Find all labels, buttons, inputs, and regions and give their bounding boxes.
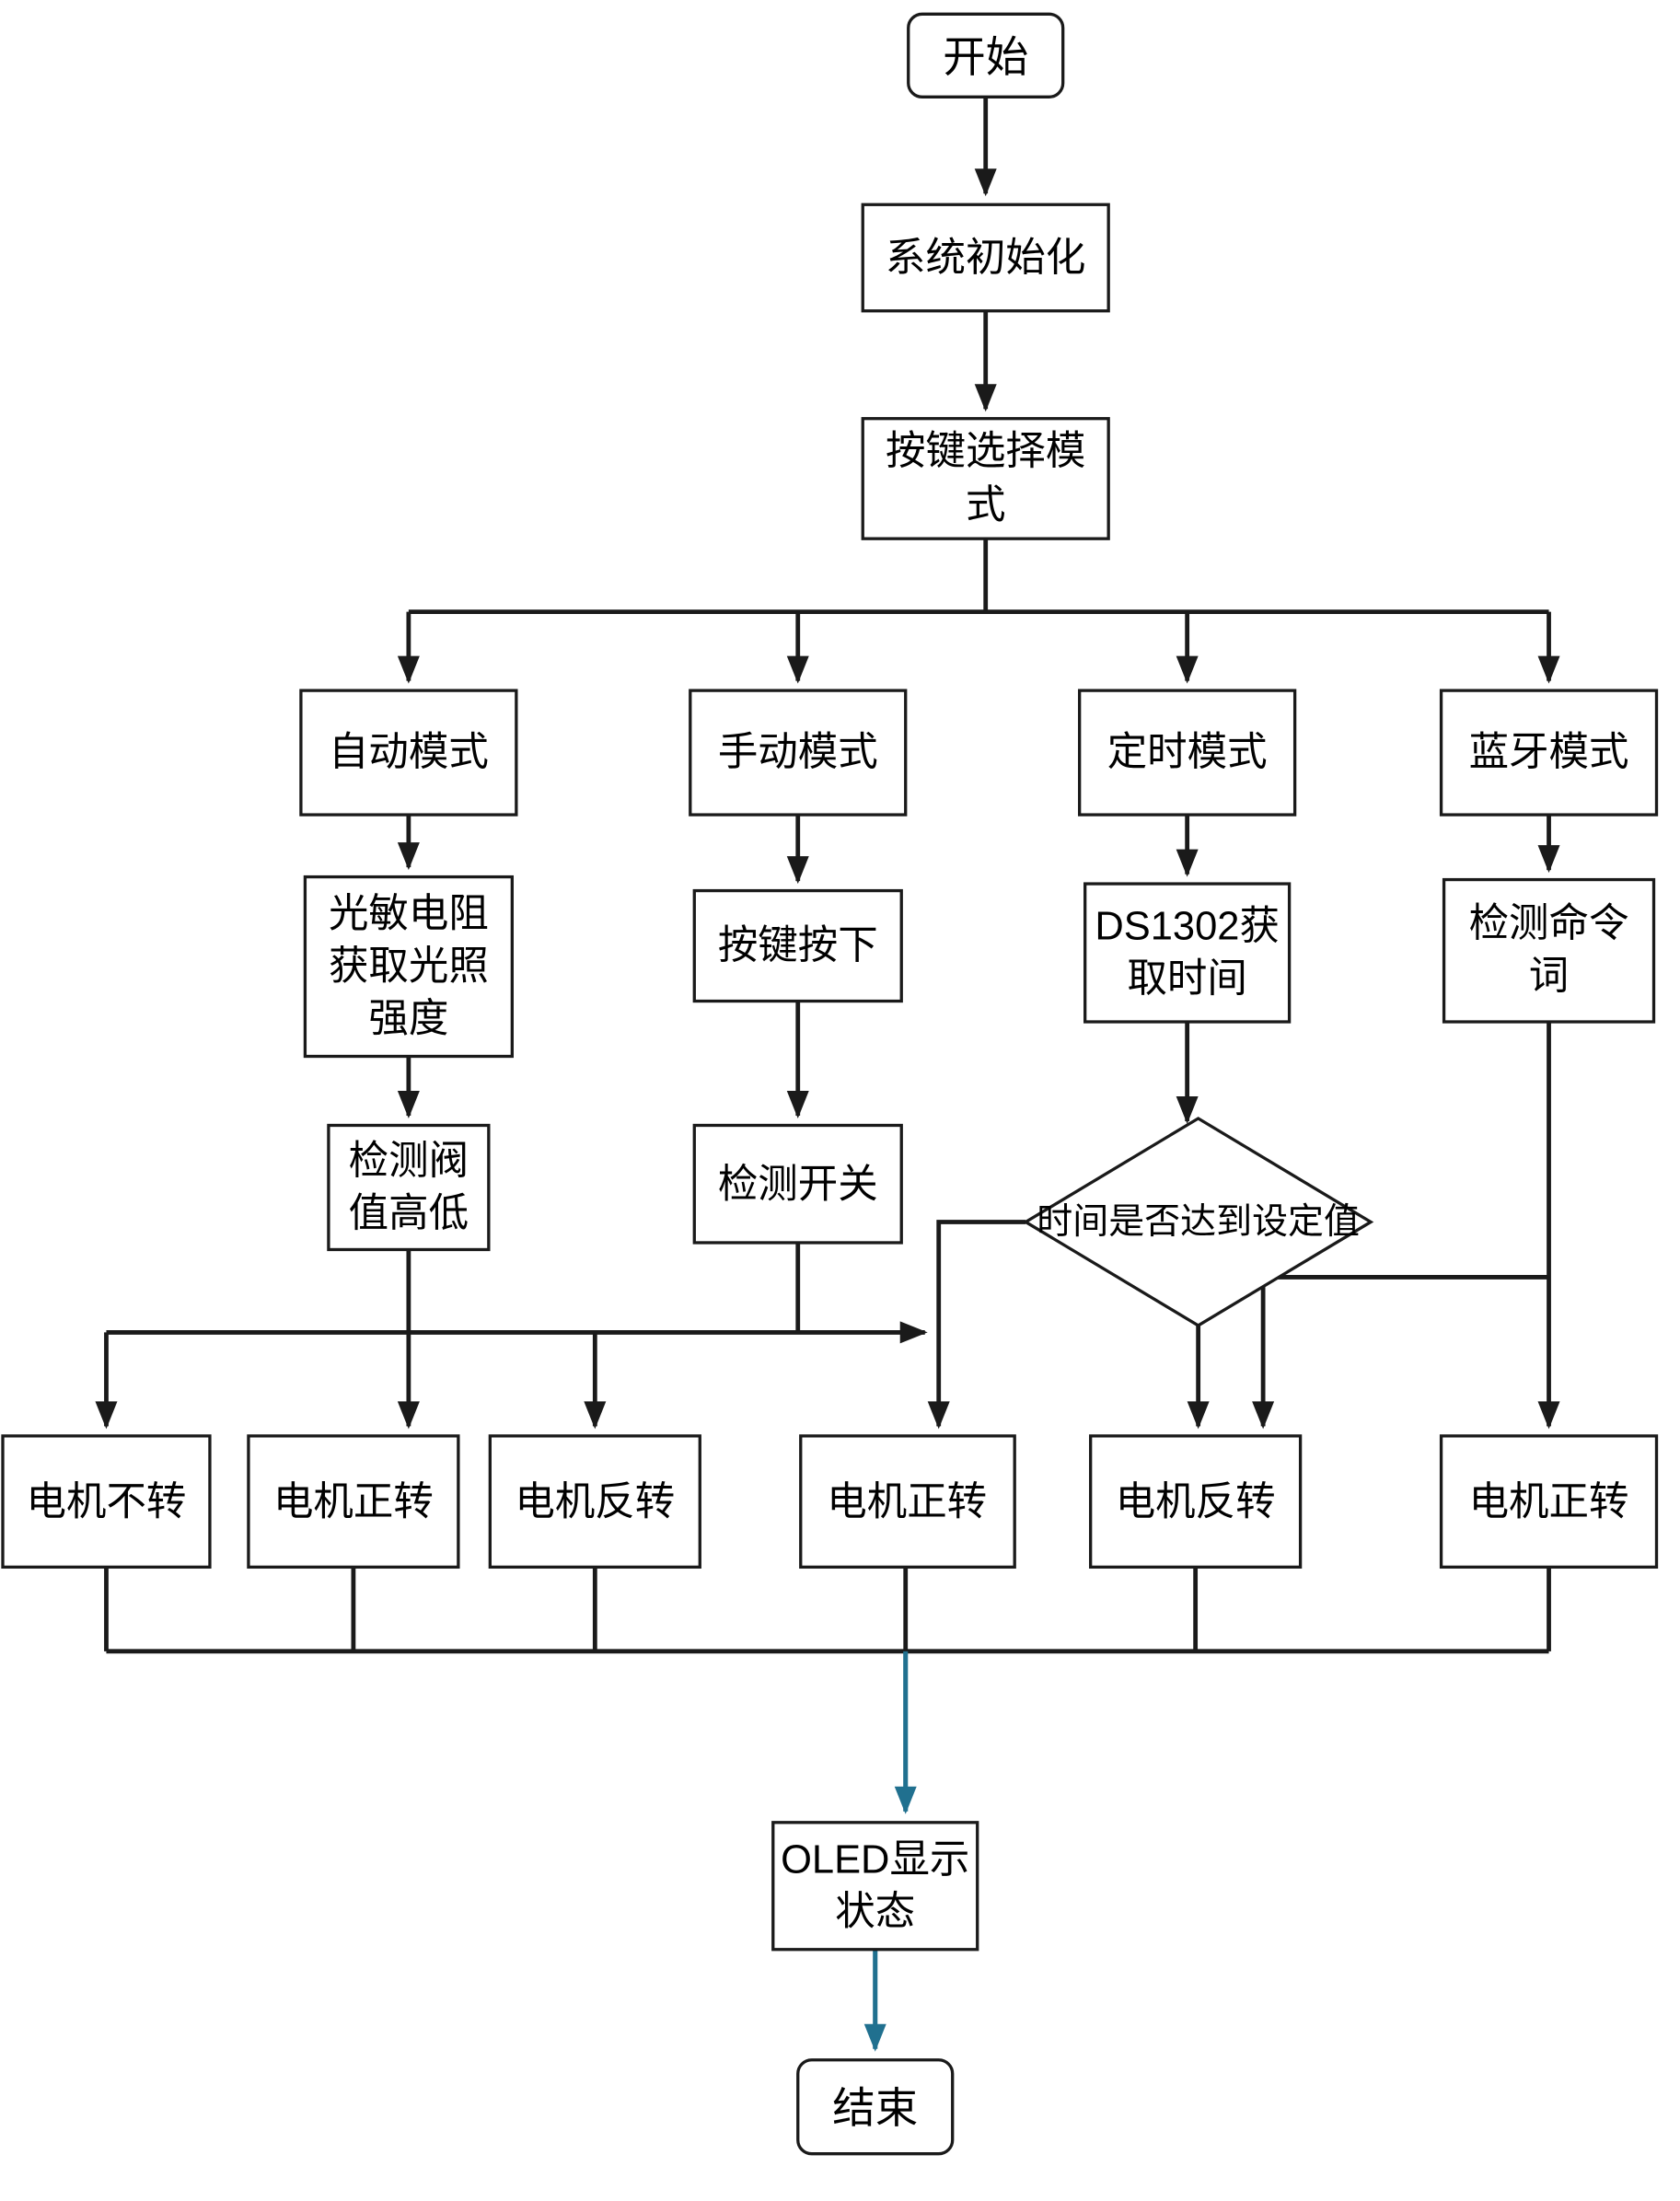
node-time-decision: 时间是否达到设定值 [1022,1117,1374,1327]
node-ds1302-line2: 取时间 [1127,957,1246,1002]
node-ds1302-shape [1083,882,1292,1024]
node-threshold-check-line2: 值高低 [349,1191,469,1235]
node-switch-check-shape [692,1123,903,1245]
node-motor-forward-auto: 电机正转 [247,1434,460,1570]
node-mode-select-line2: 式 [966,483,1005,527]
node-key-press: 按键按下 [692,888,903,1003]
node-time-decision-shape [1022,1117,1374,1327]
node-switch-check-label: 检测开关 [718,1163,878,1207]
node-start: 开始 [907,12,1065,98]
node-system-init-shape [861,203,1110,313]
node-motor-forward-manual: 电机正转 [799,1434,1016,1570]
node-motor-forward-manual-label: 电机正转 [827,1480,987,1524]
connectors [95,97,1560,2052]
node-ds1302-line1: DS1302获 [1095,905,1280,949]
node-motor-stop-shape [1,1434,212,1570]
node-motor-stop-label: 电机不转 [27,1480,187,1524]
node-key-press-shape [692,888,903,1003]
node-mode-select-line1: 按键选择模 [886,430,1085,474]
node-manual-mode-label: 手动模式 [718,731,878,775]
node-command-word-line1: 检测命令 [1469,902,1629,946]
node-photoresistor-line1: 光敏电阻 [329,892,489,936]
node-motor-forward-bt-label: 电机正转 [1469,1480,1629,1524]
node-bluetooth-mode-shape [1439,689,1659,817]
node-timer-mode-shape [1078,689,1297,817]
node-threshold-check-line1: 检测阀 [349,1139,469,1183]
node-end-shape [796,2058,955,2156]
node-end-label: 结束 [832,2084,918,2132]
node-threshold-check: 检测阀 值高低 [327,1123,491,1252]
node-auto-mode-shape [299,689,518,817]
node-switch-check: 检测开关 [692,1123,903,1245]
node-motor-forward-bt: 电机正转 [1439,1434,1659,1570]
node-motor-reverse-timer-label: 电机反转 [1116,1480,1276,1524]
node-system-init: 系统初始化 [861,203,1110,313]
node-motor-reverse-auto-shape [488,1434,701,1570]
node-motor-forward-bt-shape [1439,1434,1659,1570]
node-auto-mode-label: 自动模式 [329,731,489,775]
node-oled-display: OLED显示 状态 [771,1821,979,1952]
node-auto-mode: 自动模式 [299,689,518,817]
node-motor-reverse-auto: 电机反转 [488,1434,701,1570]
node-photoresistor-line2: 获取光照 [329,944,489,989]
node-end: 结束 [796,2058,955,2156]
node-mode-select-shape [861,417,1110,540]
node-bluetooth-mode: 蓝牙模式 [1439,689,1659,817]
node-threshold-check-shape [327,1123,491,1252]
node-photoresistor-line3: 强度 [368,997,448,1041]
node-photoresistor: 光敏电阻 获取光照 强度 [303,875,514,1059]
node-motor-reverse-timer-shape [1089,1434,1303,1570]
node-oled-display-shape [771,1821,979,1952]
node-manual-mode-shape [689,689,908,817]
node-motor-reverse-timer: 电机反转 [1089,1434,1303,1570]
node-mode-select: 按键选择模 式 [861,417,1110,540]
node-bluetooth-mode-label: 蓝牙模式 [1469,731,1629,775]
node-photoresistor-shape [303,875,514,1059]
node-command-word-shape [1442,877,1656,1024]
node-time-decision-label: 时间是否达到设定值 [1037,1202,1360,1242]
node-manual-mode: 手动模式 [689,689,908,817]
node-command-word: 检测命令 词 [1442,877,1656,1024]
node-motor-forward-auto-label: 电机正转 [273,1480,434,1524]
node-motor-forward-manual-shape [799,1434,1016,1570]
node-start-shape [907,12,1065,98]
node-oled-display-line2: 状态 [835,1890,915,1934]
node-timer-mode-label: 定时模式 [1107,731,1268,775]
node-timer-mode: 定时模式 [1078,689,1297,817]
node-command-word-line2: 词 [1529,955,1569,999]
node-motor-reverse-auto-label: 电机反转 [515,1480,675,1524]
edge-decision-no-motorforward [927,1220,1026,1430]
node-motor-forward-auto-shape [247,1434,460,1570]
node-ds1302: DS1302获 取时间 [1083,882,1292,1024]
node-key-press-label: 按键按下 [718,924,878,968]
node-start-label: 开始 [943,33,1028,81]
node-motor-stop: 电机不转 [1,1434,212,1570]
node-oled-display-line1: OLED显示 [781,1837,969,1882]
node-system-init-label: 系统初始化 [886,237,1085,281]
edge-commandword-motorreverse [1252,1275,1549,1430]
